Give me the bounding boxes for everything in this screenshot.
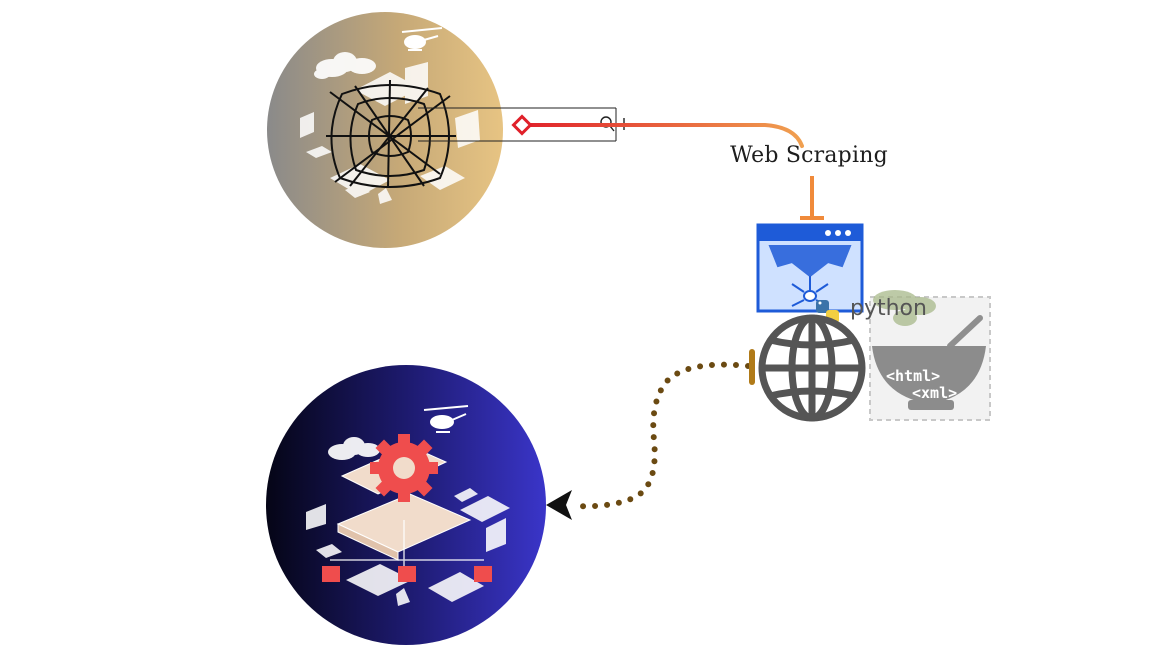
dotted-path: [569, 361, 751, 510]
gear-icon: [370, 434, 438, 502]
dotted-connector: [546, 349, 755, 520]
connector-line: [518, 123, 804, 148]
cloud-icon: [314, 52, 376, 79]
spider-icon: [768, 245, 852, 307]
helicopter-icon: [423, 405, 469, 433]
soup-xml-label: <xml>: [912, 384, 958, 402]
search-bar-icon: [418, 107, 625, 142]
spider-web-icon: [326, 79, 456, 189]
top-illustration: [267, 12, 625, 248]
cloud-icon: [328, 437, 380, 460]
browser-window-icon: [756, 223, 864, 313]
helicopter-icon: [401, 27, 443, 51]
soup-bowl-icon: [869, 290, 991, 421]
isometric-blocks: [306, 488, 510, 606]
diagram-title: Web Scraping: [730, 143, 888, 168]
globe-icon: [758, 314, 866, 422]
soup-html-label: <html>: [886, 367, 941, 385]
scrape-connector: [511, 114, 824, 220]
connector-diamond: [511, 114, 533, 136]
python-logo-text: python: [850, 296, 927, 321]
arrowhead-icon: [546, 490, 572, 520]
network-nodes: [322, 566, 492, 582]
isometric-screens: [300, 62, 480, 204]
bottom-illustration: [266, 365, 546, 645]
